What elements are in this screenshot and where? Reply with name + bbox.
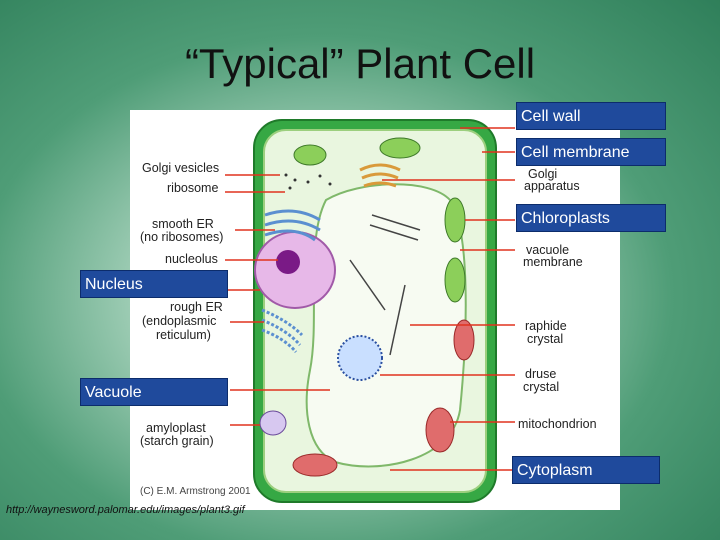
label-vacuole: vacuole — [526, 243, 570, 257]
label-golgi-apparatus: apparatus — [524, 179, 580, 193]
label-rough-er-note1: (endoplasmic — [142, 314, 217, 328]
copyright-text: (C) E.M. Armstrong 2001 — [140, 486, 251, 497]
label-raphide: raphide — [525, 319, 567, 333]
label-druse: druse — [525, 367, 557, 381]
label-raphide-crystal: crystal — [527, 332, 564, 346]
mitochondria — [292, 319, 475, 477]
source-credit: http://waynesword.palomar.edu/images/pla… — [6, 504, 245, 516]
pointer-arrows — [225, 127, 515, 471]
label-vacuole-membrane: membrane — [523, 255, 583, 269]
nucleolus — [276, 250, 300, 274]
label-rough-er: rough ER — [170, 300, 223, 314]
box-cytoplasm: Cytoplasm — [512, 456, 660, 484]
label-golgi: Golgi — [528, 167, 558, 181]
box-cell-membrane: Cell membrane — [516, 138, 666, 166]
label-golgi-vesicles: Golgi vesicles — [142, 161, 220, 175]
golgi-apparatus — [359, 163, 401, 188]
label-druse-crystal: crystal — [523, 380, 560, 394]
box-chloroplasts: Chloroplasts — [516, 204, 666, 232]
raphide-crystal — [349, 214, 421, 356]
plant-cell-figure: Golgi vesicles ribosome smooth ER (no ri… — [130, 110, 620, 510]
label-smooth-er: smooth ER — [152, 217, 214, 231]
label-starch-grain: (starch grain) — [140, 434, 214, 448]
plant-cell-diagram — [225, 119, 515, 503]
label-rough-er-note2: reticulum) — [156, 328, 211, 342]
smooth-er — [264, 209, 321, 242]
label-ribosome: ribosome — [167, 181, 219, 195]
label-amyloplast: amyloplast — [146, 421, 206, 435]
label-mitochondrion: mitochondrion — [518, 417, 597, 431]
druse-crystal — [337, 335, 383, 381]
box-nucleus: Nucleus — [80, 270, 228, 298]
vacuole — [305, 183, 467, 468]
ribosomes — [284, 173, 332, 190]
rough-er — [261, 308, 304, 353]
label-nucleolus: nucleolus — [165, 252, 218, 266]
box-cell-wall: Cell wall — [516, 102, 666, 130]
slide-title: “Typical” Plant Cell — [184, 40, 536, 87]
box-vacuole: Vacuole — [80, 378, 228, 406]
label-smooth-er-note: (no ribosomes) — [140, 230, 224, 244]
amyloplast — [259, 410, 287, 436]
